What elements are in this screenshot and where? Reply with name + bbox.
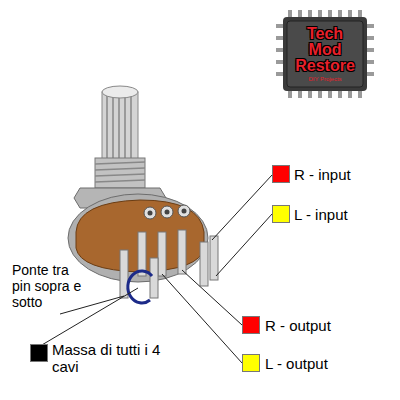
color-swatch [272, 205, 290, 223]
wire-label: L - output [265, 355, 385, 372]
color-swatch [242, 316, 260, 334]
wire-label: Massa di tutti i 4 cavi [52, 341, 164, 375]
terminal-pins [120, 230, 218, 298]
metal-casing [68, 194, 208, 282]
logo-subtitle: DIY Projects [308, 76, 341, 82]
threaded-bushing [95, 158, 145, 188]
bridge-arc [128, 271, 152, 303]
wire-label: R - output [265, 317, 385, 334]
color-swatch [30, 344, 48, 362]
wire-label: L - input [294, 206, 394, 223]
color-swatch [272, 165, 290, 183]
shaft [102, 86, 138, 160]
logo-chip [276, 10, 374, 98]
logo-box: Tech Mod RestoreDIY Projects [287, 21, 363, 87]
logo-title: Tech Mod Restore [290, 26, 360, 74]
wire-label: R - input [294, 166, 394, 183]
note-label: Ponte tra pin sopra e sotto [12, 262, 84, 310]
color-swatch [242, 354, 260, 372]
